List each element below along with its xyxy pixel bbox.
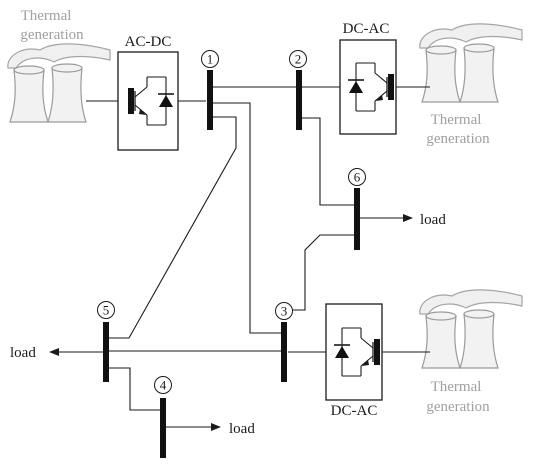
line-bus1-bus5 bbox=[109, 116, 237, 339]
line-bus5-bus4 bbox=[108, 367, 160, 411]
bus-bar-5 bbox=[103, 322, 109, 382]
bus-bar-1 bbox=[207, 70, 213, 130]
plant-label-line1: Thermal bbox=[21, 8, 72, 24]
converter-label: DC-AC bbox=[343, 21, 390, 37]
bus-label-4: 4 bbox=[154, 376, 172, 394]
bus-label-6: 6 bbox=[348, 168, 366, 186]
bus-bar-4 bbox=[160, 398, 166, 458]
thermal-plant-bottom-right: Thermal generation bbox=[419, 289, 523, 415]
thermal-plant-top-left: Thermal generation bbox=[7, 8, 111, 123]
svg-text:3: 3 bbox=[281, 304, 288, 319]
svg-text:5: 5 bbox=[103, 303, 110, 318]
svg-text:6: 6 bbox=[354, 170, 361, 185]
converter-label: AC-DC bbox=[125, 34, 172, 50]
plant-label-line2: generation bbox=[20, 27, 84, 43]
bus-label-3: 3 bbox=[275, 302, 293, 320]
plant-icon bbox=[419, 289, 523, 369]
plant-icon bbox=[419, 23, 523, 103]
converter-label: DC-AC bbox=[331, 403, 378, 419]
bus-label-2: 2 bbox=[289, 50, 307, 68]
converter-dc-ac-bottom: DC-AC bbox=[325, 303, 383, 419]
bus-bar-2 bbox=[296, 70, 302, 130]
line-bus2-bus6 bbox=[301, 117, 354, 206]
svg-text:4: 4 bbox=[160, 378, 167, 393]
thermal-plant-top-right: Thermal generation bbox=[419, 23, 523, 147]
svg-text:2: 2 bbox=[295, 52, 302, 67]
load-label-bus6: load bbox=[420, 212, 446, 228]
bus-bar-3 bbox=[281, 322, 287, 382]
line-bus6-bus3 bbox=[288, 234, 354, 311]
plant-icon bbox=[7, 43, 111, 123]
bus-label-5: 5 bbox=[97, 301, 115, 319]
load-label-bus4: load bbox=[229, 421, 255, 437]
svg-text:1: 1 bbox=[207, 52, 214, 67]
bus-label-1: 1 bbox=[201, 50, 219, 68]
line-bus1-bus3 bbox=[213, 102, 281, 334]
plant-label-line2: generation bbox=[426, 399, 490, 415]
plant-label-line1: Thermal bbox=[431, 379, 482, 395]
converter-dc-ac-top: DC-AC bbox=[339, 21, 397, 135]
plant-label-line1: Thermal bbox=[431, 112, 482, 128]
converter-ac-dc: AC-DC bbox=[117, 34, 179, 151]
load-label-bus5: load bbox=[10, 345, 36, 361]
plant-label-line2: generation bbox=[426, 131, 490, 147]
bus-bar-6 bbox=[354, 188, 360, 250]
